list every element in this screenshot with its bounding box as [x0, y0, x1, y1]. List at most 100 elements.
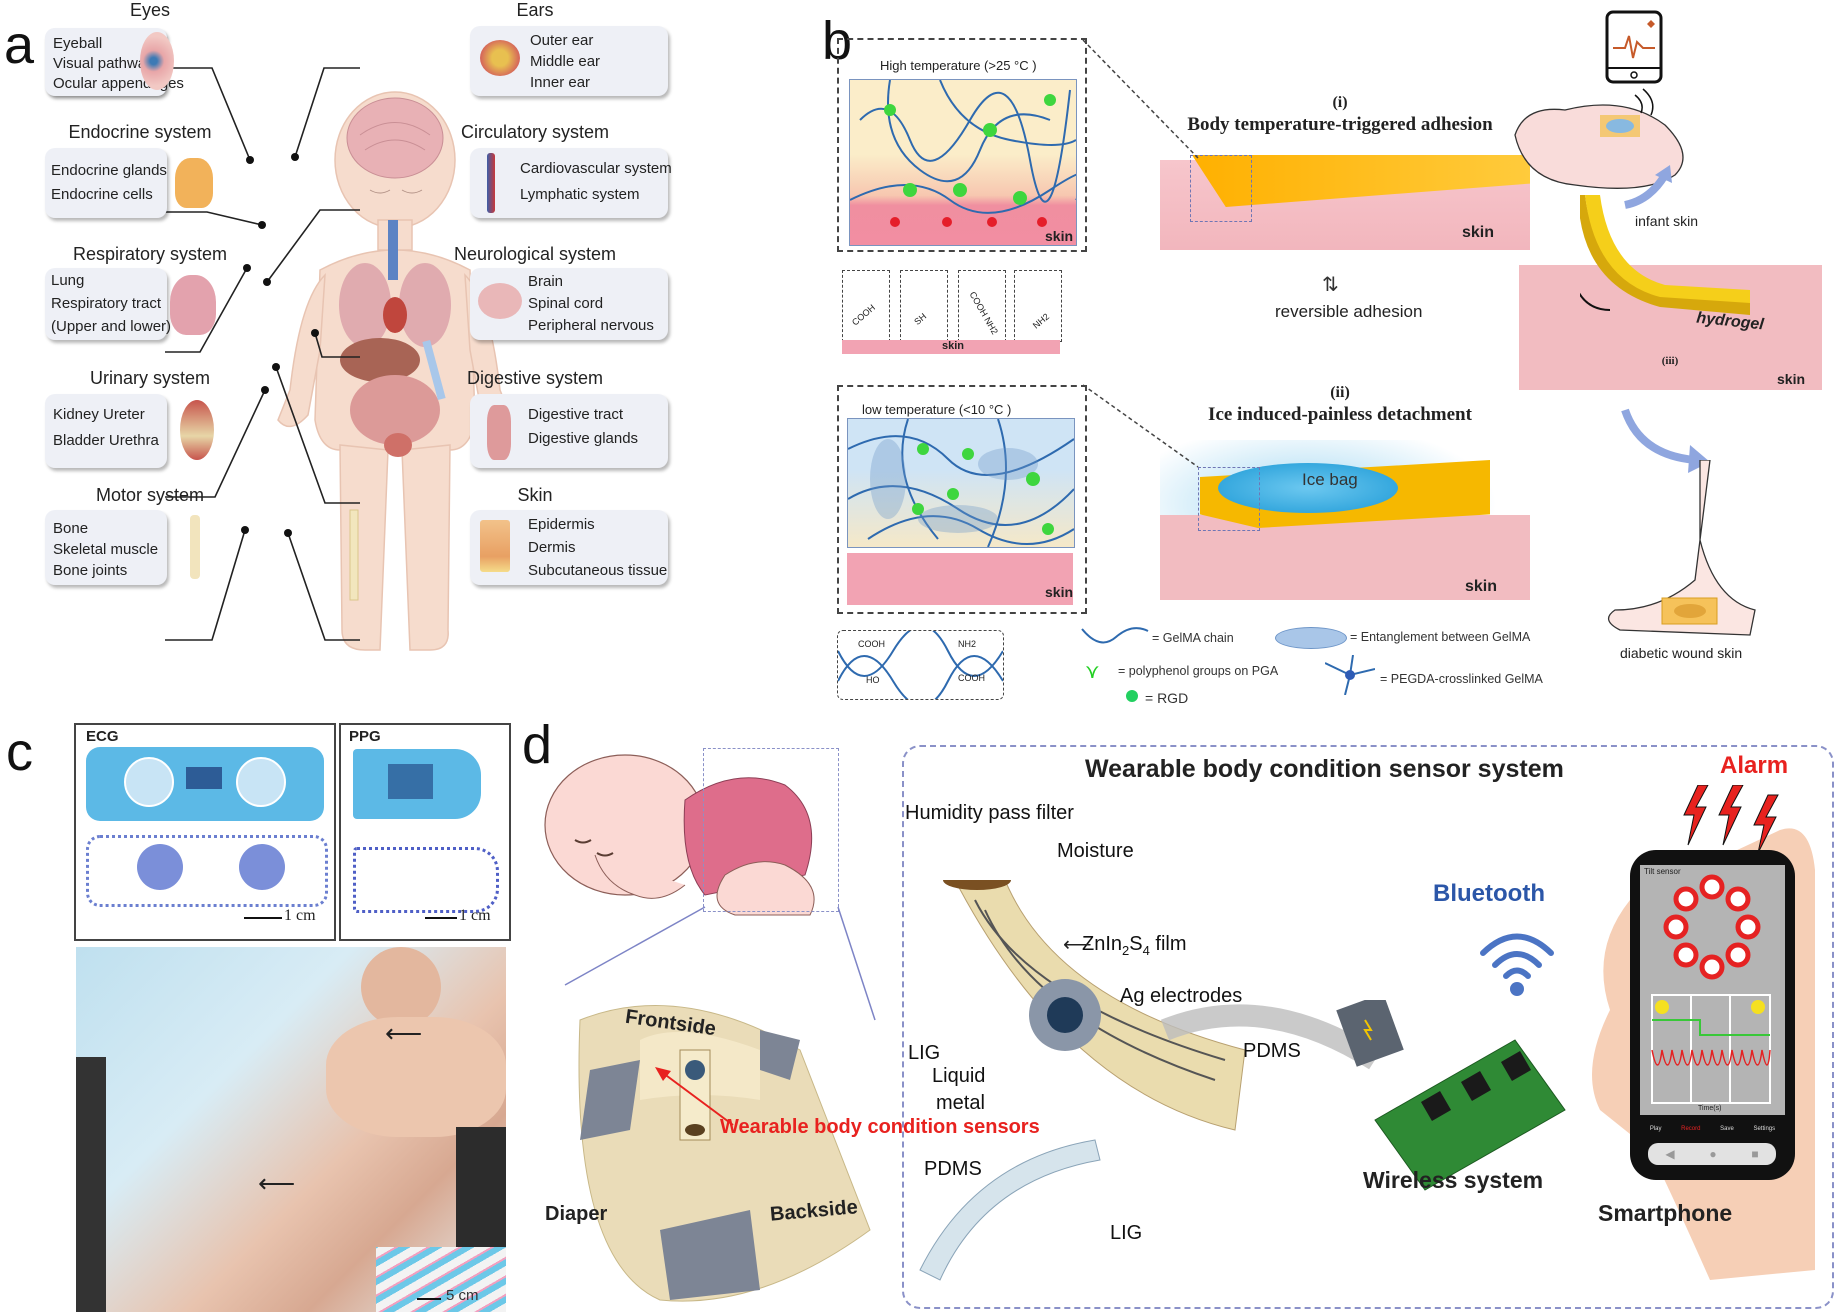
- ppg-scale-label: 1 cm: [459, 907, 491, 924]
- diaper-zoom-marker: [703, 748, 839, 912]
- legend-rgd: = RGD: [1145, 690, 1189, 706]
- phone-nav-save[interactable]: Save: [1720, 1126, 1734, 1132]
- reversible-adhesion-label: reversible adhesion: [1275, 302, 1423, 322]
- system-box-urinary: Kidney Ureter Bladder Urethra: [45, 394, 167, 468]
- panel-d-label: d: [522, 715, 553, 775]
- smartphone-body: Tilt sensor Time(s) Play Record Save Set…: [1630, 850, 1795, 1180]
- phone-nav-record[interactable]: Record: [1681, 1126, 1701, 1132]
- film-text: film: [1149, 933, 1187, 955]
- lig-label-top: LIG: [908, 1042, 941, 1064]
- bone-icon: [190, 515, 200, 579]
- system-title-digestive: Digestive system: [466, 368, 604, 388]
- system-title-circulatory: Circulatory system: [460, 122, 610, 142]
- low-temp-skin-label: skin: [1045, 584, 1074, 600]
- phone-heart-icon: [1605, 10, 1663, 84]
- film-text: S: [1129, 933, 1143, 955]
- low-temp-zoom-box: [837, 385, 1087, 614]
- entangle-group: HO: [866, 675, 880, 685]
- low-temp-skin: [847, 553, 1073, 605]
- sensor-strip-illustration: [919, 880, 1381, 1281]
- system-box-motor: Bone Skeletal muscle Bone joints: [45, 510, 167, 585]
- phone-screen: Tilt sensor Time(s): [1640, 865, 1785, 1115]
- home-icon[interactable]: ●: [1709, 1147, 1717, 1161]
- foot-illustration: [1608, 460, 1756, 636]
- curve-arrow-up-icon: [1624, 165, 1672, 209]
- ice-bag-label: Ice bag: [1302, 470, 1358, 489]
- brain-icon: [478, 283, 522, 319]
- system-item: Outer ear: [530, 32, 594, 49]
- ecg-sensor-layout: [86, 835, 328, 907]
- reversible-arrow-up: ⇅: [1322, 274, 1339, 296]
- system-title-respiratory: Respiratory system: [72, 244, 228, 264]
- system-title-ears: Ears: [516, 0, 554, 20]
- ppg-sensor-photo: [353, 749, 481, 819]
- wireless-board-illustration: [1336, 1000, 1566, 1191]
- neuro-pointer-dot: [311, 329, 319, 337]
- system-box-circulatory: Cardiovascular system Lymphatic system: [470, 148, 672, 218]
- ag-electrodes-label: Ag electrodes: [1120, 985, 1243, 1007]
- infant-patient-photo: [76, 947, 506, 1312]
- phone-nav-play[interactable]: Play: [1649, 1126, 1662, 1132]
- system-box-skin: Epidermis Dermis Subcutaneous tissue: [470, 510, 668, 585]
- back-icon[interactable]: ◀: [1665, 1147, 1675, 1161]
- digestive-pointer-dot: [272, 363, 280, 371]
- humidity-filter-label: Humidity pass filter: [905, 802, 1074, 824]
- skin-strip-label: skin: [942, 340, 965, 352]
- system-item: Epidermis: [528, 516, 595, 533]
- system-item: Inner ear: [530, 74, 591, 91]
- infant-skin-label: infant skin: [1635, 213, 1699, 229]
- system-item: Dermis: [528, 539, 576, 556]
- film-text: ZnIn: [1082, 933, 1123, 955]
- lung-pointer-dot: [243, 264, 251, 272]
- ppg-sensor-layout: [353, 847, 499, 913]
- hydrogel-skin-label: skin: [1777, 371, 1806, 387]
- diaper-sensor-illustration: [578, 1004, 871, 1302]
- high-temp-zoom-box: [837, 38, 1087, 252]
- chest-sensor-arrow-icon: ⟵: [385, 1018, 423, 1048]
- sensor-callout-arrow-icon: [655, 1067, 734, 1126]
- ear-icon: [480, 40, 520, 76]
- pdms-label-bottom: PDMS: [924, 1158, 982, 1180]
- recent-apps-icon[interactable]: ■: [1751, 1147, 1759, 1161]
- polyphenol-icon: ⋎: [1085, 661, 1100, 683]
- phone-system-buttons: ◀ ● ■: [1648, 1143, 1776, 1165]
- phone-nav-settings[interactable]: Settings: [1753, 1126, 1776, 1132]
- photo-scale-bar: [417, 1298, 441, 1300]
- high-temp-skin-label: skin: [1045, 228, 1074, 244]
- step-iii-label: (iii): [1661, 355, 1679, 367]
- system-item: Endocrine cells: [51, 186, 153, 203]
- circulatory-pointer-dot: [263, 278, 271, 286]
- detach-zoom-marker: [1198, 467, 1260, 531]
- moisture-label: Moisture: [1057, 840, 1134, 862]
- urinary-pointer-dot: [261, 386, 269, 394]
- alarm-lightning-icon: [1683, 785, 1779, 854]
- ecg-sensor-photo: [86, 747, 324, 821]
- system-title: Wearable body condition sensor system: [1085, 755, 1564, 783]
- system-item: Bladder Urethra: [53, 432, 159, 449]
- film-arrow-icon: ⟵: [1063, 934, 1092, 956]
- ecg-sensor-frame: ECG 1 cm: [74, 723, 336, 941]
- skin-pointer-dot: [284, 529, 292, 537]
- entangle-group: COOH: [858, 639, 885, 649]
- detach-skin: [1160, 515, 1530, 600]
- system-box-respiratory: Lung Respiratory tract (Upper and lower): [45, 268, 171, 340]
- curve-arrow-down-icon: [1621, 408, 1710, 473]
- entanglement-icon: [1275, 627, 1347, 649]
- group-inset: [900, 270, 948, 342]
- skin-strip: [842, 340, 1060, 354]
- zoom-leader-lines: [1082, 39, 1199, 468]
- system-item: Bone: [53, 520, 89, 537]
- system-item: Subcutaneous tissue: [528, 562, 668, 579]
- system-item: Digestive glands: [528, 430, 639, 447]
- ppg-sensor-frame: PPG 1 cm: [339, 723, 511, 941]
- pegda-icon: [1325, 655, 1375, 695]
- ice-bag-illustration: [1218, 463, 1398, 513]
- system-item: Visual pathway: [53, 55, 154, 72]
- legend-entanglement: = Entanglement between GelMA: [1350, 630, 1531, 644]
- system-item: Peripheral nervous: [528, 317, 654, 334]
- lungs-icon: [170, 275, 216, 335]
- kidney-icon: [180, 400, 214, 460]
- diabetic-wound-label: diabetic wound skin: [1620, 645, 1743, 661]
- diaper-label: Diaper: [545, 1203, 608, 1225]
- motor-pointer-dot: [241, 526, 249, 534]
